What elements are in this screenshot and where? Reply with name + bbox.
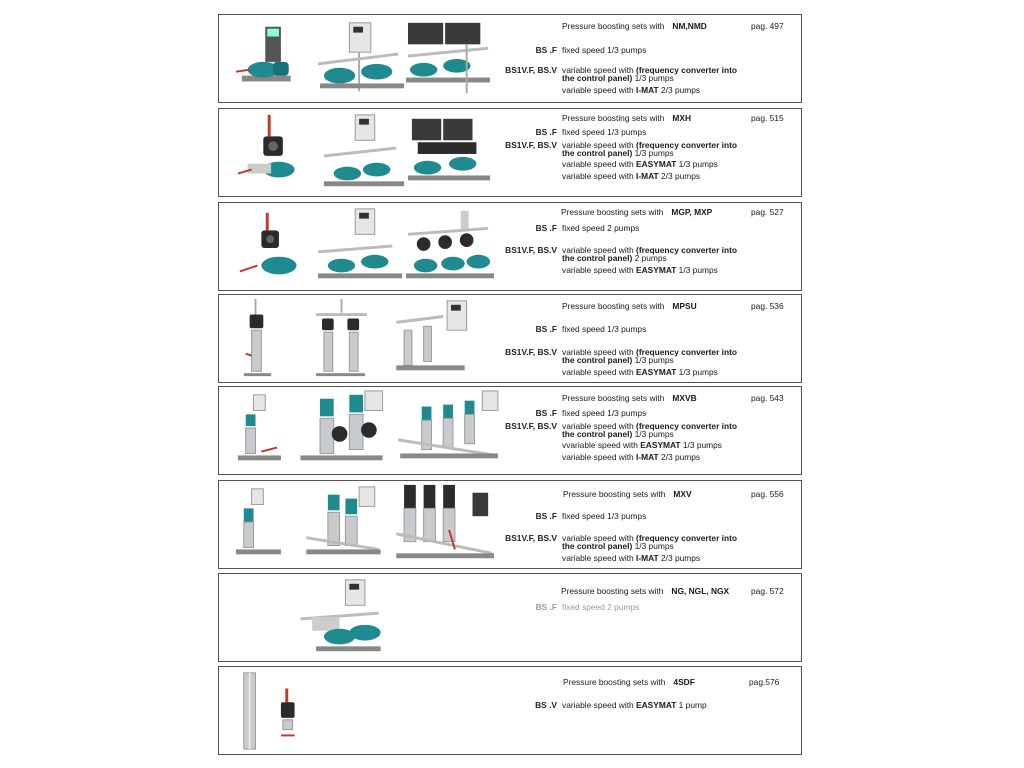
row-desc: fixed speed 2 pumps (562, 223, 640, 233)
pump-icon (243, 508, 254, 523)
row-desc: fixed speed 2 pumps (562, 602, 640, 612)
page-ref: pag. 497 (751, 21, 784, 31)
page-ref: pag. 572 (751, 586, 784, 596)
product-images-mxv (219, 481, 509, 568)
row-desc: fixed speed 1/3 pumps (562, 324, 647, 334)
code-label: BS1V.F, BS.V (505, 245, 557, 255)
pump-icon (247, 61, 279, 78)
row-desc: variable speed with I-MAT 2/3 pumps (562, 85, 701, 95)
row-desc: the control panel) 1/3 pumps (562, 73, 674, 83)
control-panel-icon (344, 579, 366, 606)
control-panel-icon (251, 488, 264, 505)
row-desc: the control panel) 1/3 pumps (562, 148, 674, 158)
row-desc: the control panel) 1/3 pumps (562, 355, 674, 365)
code-label: BS1V.F, BS.V (505, 140, 557, 150)
product-images-ng (219, 574, 509, 661)
row-desc: variable speed with EASYMAT 1/3 pumps (562, 367, 718, 377)
row-desc: variable speed with I-MAT 2/3 pumps (562, 452, 701, 462)
pump-icon (323, 628, 356, 645)
row-desc: variable speed with EASYMAT 1 pump (562, 700, 707, 710)
row-desc: the control panel) 2 pumps (562, 253, 667, 263)
code-label: BS .F (535, 45, 557, 55)
pump-icon (261, 256, 297, 275)
row-desc: variable speed with EASYMAT 1/3 pumps (562, 159, 718, 169)
code-label: BS1V.F, BS.V (505, 65, 557, 75)
product-images-nm (219, 15, 509, 102)
control-panel-icon (280, 702, 295, 718)
control-panel-icon (253, 394, 266, 411)
pump-icon (245, 414, 256, 427)
page-ref: pag. 527 (751, 207, 784, 217)
row-desc: the control panel) 1/3 pumps (562, 541, 674, 551)
control-panel-icon (249, 314, 264, 329)
page-ref: pag. 515 (751, 113, 784, 123)
product-images-mxh (219, 109, 509, 196)
row-desc: variable speed with (frequency converter… (562, 347, 738, 357)
code-label: BS .F (535, 324, 557, 334)
code-label: BS .F (535, 511, 557, 521)
code-label: BS1V.F, BS.V (505, 533, 557, 543)
row-desc: vvariable speed with EASYMAT 1/3 pumps (562, 440, 722, 450)
row-desc: variable speed with EASYMAT 1/3 pumps (562, 265, 718, 275)
row-desc: fixed speed 1/3 pumps (562, 511, 647, 521)
row-desc: variable speed with I-MAT 2/3 pumps (562, 171, 701, 181)
page-ref: pag. 536 (751, 301, 784, 311)
row-desc: variable speed with (frequency converter… (562, 533, 738, 543)
row-desc: variable speed with (frequency converter… (562, 245, 738, 255)
row-desc: fixed speed 1/3 pumps (562, 127, 647, 137)
page-ref: pag.576 (749, 677, 780, 687)
page-ref: pag. 543 (751, 393, 784, 403)
pump-icon (263, 161, 295, 178)
row-desc: fixed speed 1/3 pumps (562, 45, 647, 55)
row-desc: variable speed with (frequency converter… (562, 140, 738, 150)
product-images-mpsu (219, 295, 509, 382)
row-desc: variable speed with (frequency converter… (562, 65, 738, 75)
row-desc: variable speed with (frequency converter… (562, 421, 738, 431)
code-label: BS .V (535, 700, 557, 710)
row-desc: the control panel) 1/3 pumps (562, 429, 674, 439)
pump-icon (251, 329, 262, 372)
row-desc: fixed speed 1/3 pumps (562, 408, 647, 418)
code-label: BS .F (535, 602, 557, 612)
code-label: BS .F (535, 223, 557, 233)
row-desc: variable speed with I-MAT 2/3 pumps (562, 553, 701, 563)
product-images-mxvb (219, 387, 509, 474)
product-images-mgp (219, 203, 509, 290)
product-images-4sdf (219, 667, 509, 754)
page-ref: pag. 556 (751, 489, 784, 499)
code-label: BS1V.F, BS.V (505, 421, 557, 431)
code-label: BS .F (535, 127, 557, 137)
code-label: BS .F (535, 408, 557, 418)
code-label: BS1V.F, BS.V (505, 347, 557, 357)
